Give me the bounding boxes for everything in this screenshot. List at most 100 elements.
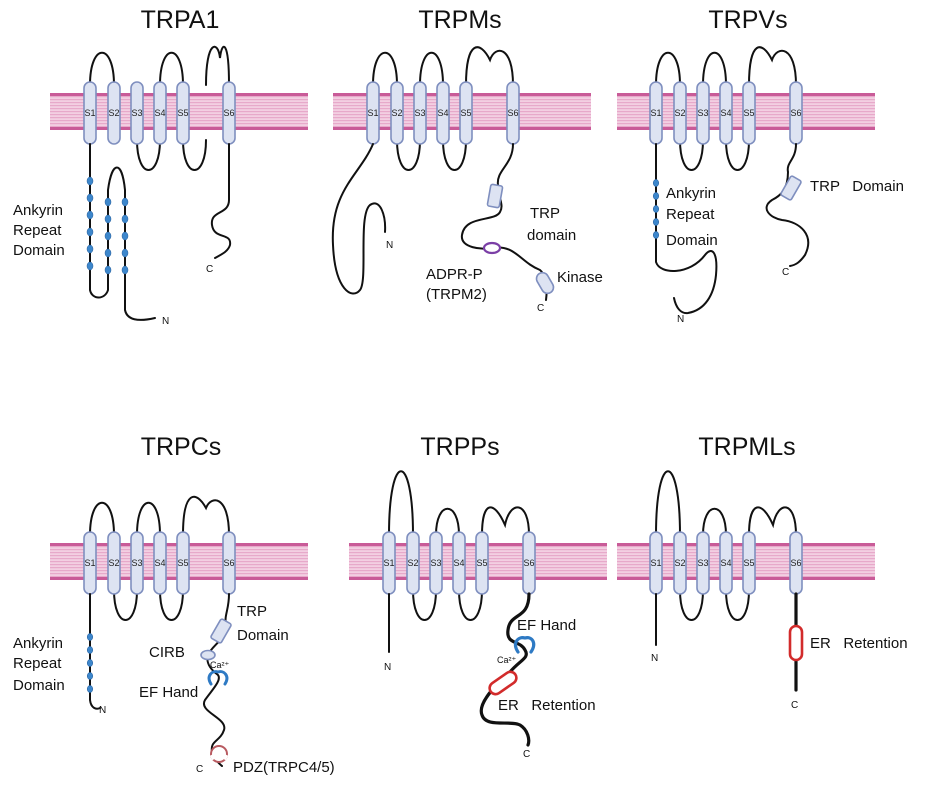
panel-trpps: TRPPs S1 S2 S3 S4 S5 S6 EF Hand ER Reten… bbox=[349, 433, 607, 760]
helix-s2 bbox=[390, 81, 404, 145]
n-terminus-label: N bbox=[162, 316, 169, 327]
domain-label: CIRB bbox=[149, 644, 185, 661]
segment-label: S2 bbox=[407, 558, 418, 568]
panel-title: TRPPs bbox=[420, 433, 499, 461]
helix-s4 bbox=[153, 531, 167, 595]
domain-label: domain bbox=[527, 227, 576, 244]
domain-label: ER Retention bbox=[498, 697, 596, 714]
trp-domain-box bbox=[780, 175, 802, 201]
loops bbox=[89, 46, 230, 171]
segment-label: S4 bbox=[720, 108, 731, 118]
helix-s2 bbox=[107, 531, 121, 595]
c-terminus-label: C bbox=[782, 267, 789, 278]
n-terminus-label: N bbox=[677, 314, 684, 325]
loops bbox=[89, 496, 230, 621]
helix-group bbox=[83, 81, 236, 145]
helix-s5 bbox=[459, 81, 473, 145]
helix-group bbox=[382, 531, 536, 595]
helix-s4 bbox=[436, 81, 450, 145]
c-terminus-label: C bbox=[206, 264, 213, 275]
er-retention-domain bbox=[788, 624, 804, 662]
helix-s2 bbox=[107, 81, 121, 145]
segment-label: S4 bbox=[720, 558, 731, 568]
domain-label: Domain bbox=[666, 232, 718, 249]
c-terminus-label: C bbox=[791, 700, 798, 711]
ef-hand-icon bbox=[207, 670, 229, 686]
segment-label: S3 bbox=[414, 108, 425, 118]
segment-label: S5 bbox=[177, 108, 188, 118]
segment-label: S1 bbox=[367, 108, 378, 118]
helix-group bbox=[366, 81, 520, 145]
n-terminus-label: N bbox=[386, 240, 393, 251]
helix-group bbox=[649, 81, 803, 145]
panel-title: TRPMs bbox=[418, 6, 501, 34]
segment-label: S3 bbox=[131, 558, 142, 568]
n-terminal-tail bbox=[89, 593, 101, 710]
domain-label: Ankyrin bbox=[13, 635, 63, 652]
helix-s3 bbox=[696, 531, 710, 595]
loops bbox=[372, 46, 514, 171]
segment-label: S3 bbox=[697, 108, 708, 118]
c-terminal-tail bbox=[765, 143, 810, 267]
helix-s3 bbox=[413, 81, 427, 145]
c-terminus-label: C bbox=[537, 303, 544, 314]
helix-s4 bbox=[153, 81, 167, 145]
helix-s5 bbox=[176, 531, 190, 595]
loops bbox=[655, 46, 797, 171]
segment-label: S3 bbox=[430, 558, 441, 568]
segment-label: S5 bbox=[743, 558, 754, 568]
segment-label: S4 bbox=[453, 558, 464, 568]
segment-label: S5 bbox=[460, 108, 471, 118]
domain-label: Repeat bbox=[13, 655, 62, 672]
adpr-domain-ring bbox=[482, 241, 502, 255]
panel-trpmls: TRPMLs S1 S2 S3 S4 S5 S6 ER Retention N … bbox=[617, 433, 908, 711]
n-terminus-label: N bbox=[99, 705, 106, 716]
segment-label: S2 bbox=[674, 108, 685, 118]
domain-label: PDZ(TRPC4/5) bbox=[233, 759, 335, 776]
domain-label: Domain bbox=[237, 627, 289, 644]
domain-label: Kinase bbox=[557, 269, 603, 286]
domain-label: Repeat bbox=[13, 222, 62, 239]
domain-label: Domain bbox=[13, 677, 65, 694]
panel-title: TRPCs bbox=[141, 433, 222, 461]
helix-group bbox=[83, 531, 236, 595]
domain-label: EF Hand bbox=[517, 617, 576, 634]
segment-label: S3 bbox=[131, 108, 142, 118]
panel-trpvs: TRPVs S1 S2 S3 S4 S5 S6 Ankyrin Repeat bbox=[617, 6, 904, 325]
domain-label: ADPR-P bbox=[426, 266, 483, 283]
ankyrin-repeats bbox=[86, 633, 94, 693]
segment-label: S6 bbox=[790, 558, 801, 568]
helix-s3 bbox=[130, 531, 144, 595]
domain-label: Domain bbox=[13, 242, 65, 259]
ankyrin-repeats bbox=[652, 179, 660, 239]
segment-label: S1 bbox=[84, 108, 95, 118]
domain-label: ER Retention bbox=[810, 635, 908, 652]
c-terminus-label: C bbox=[523, 749, 530, 760]
helix-s3 bbox=[130, 81, 144, 145]
segment-label: S4 bbox=[154, 558, 165, 568]
ankyrin-repeats bbox=[86, 176, 129, 275]
panel-title: TRPMLs bbox=[698, 433, 795, 461]
ef-hand-icon bbox=[513, 636, 536, 654]
helix-s4 bbox=[719, 531, 733, 595]
segment-label: S1 bbox=[84, 558, 95, 568]
helix-group bbox=[649, 531, 803, 595]
n-terminal-tail bbox=[655, 143, 718, 315]
n-terminus-label: N bbox=[651, 653, 658, 664]
n-terminal-tail bbox=[331, 143, 387, 295]
helix-s3 bbox=[696, 81, 710, 145]
helix-s4 bbox=[452, 531, 466, 595]
domain-label: Ankyrin bbox=[666, 185, 716, 202]
loops bbox=[655, 470, 797, 621]
trp-domain-box bbox=[210, 618, 232, 644]
er-retention-domain bbox=[488, 670, 518, 696]
panel-trpa1: TRPA1 S1 S2 S3 S4 S5 S6 bbox=[13, 6, 308, 327]
segment-label: S6 bbox=[223, 558, 234, 568]
segment-label: S5 bbox=[743, 108, 754, 118]
helix-s5 bbox=[475, 531, 489, 595]
loops bbox=[388, 470, 530, 621]
n-terminus-label: N bbox=[384, 662, 391, 673]
segment-label: S6 bbox=[523, 558, 534, 568]
